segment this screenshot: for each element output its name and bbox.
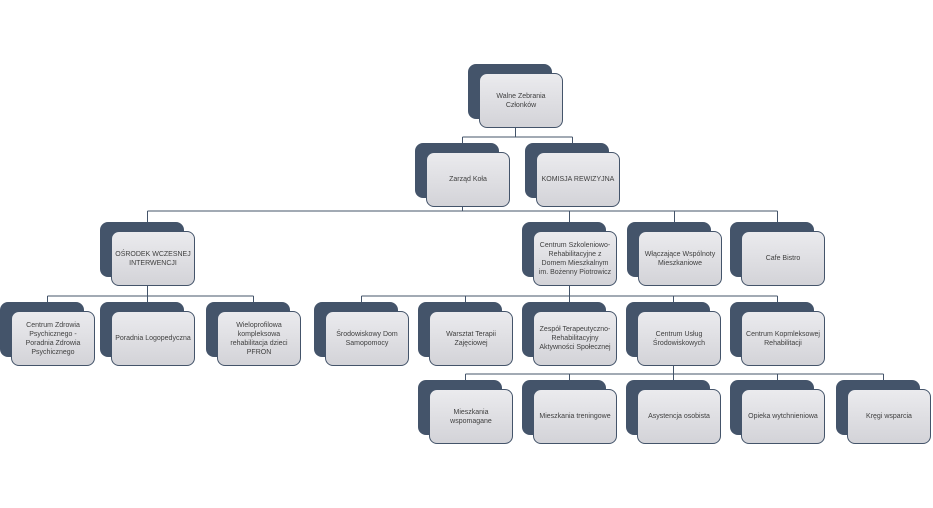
node-label: Zarząd Koła xyxy=(449,176,487,183)
node-label: Mieszkania wspomagane xyxy=(450,408,492,425)
node-front: Centrum Zdrowia Psychicznego - Poradnia … xyxy=(11,311,95,366)
org-node-wlaczajace: Włączające Wspólnoty Mieszkaniowe xyxy=(627,222,722,286)
node-label: Asystencja osobista xyxy=(648,413,710,420)
org-node-ckr: Centrum Kopmleksowej Rehabilitacji xyxy=(730,302,825,366)
node-label: Centrum Kopmleksowej Rehabilitacji xyxy=(746,330,820,347)
org-node-opieka: Opieka wytchnieniowa xyxy=(730,380,825,444)
node-label: Zespół Terapeutyczno-Rehabilitacyjny Akt… xyxy=(539,326,611,351)
org-node-cus: Centrum Usług Środowiskowych xyxy=(626,302,721,366)
org-node-wielo: Wieloprofilowa kompleksowa rehabilitacja… xyxy=(206,302,301,366)
node-front: Warsztat Terapii Zajęciowej xyxy=(429,311,513,366)
node-front: Zespół Terapeutyczno-Rehabilitacyjny Akt… xyxy=(533,311,617,366)
node-front: Włączające Wspólnoty Mieszkaniowe xyxy=(638,231,722,286)
org-node-centrum_szk: Centrum Szkoleniowo-Rehabilitacyjne z Do… xyxy=(522,222,617,286)
org-node-wtz: Warsztat Terapii Zajęciowej xyxy=(418,302,513,366)
org-node-walne: Walne Zebrania Członków xyxy=(468,64,563,128)
node-label: OŚRODEK WCZESNEJ INTERWENCJI xyxy=(115,250,191,267)
node-label: Mieszkania treningowe xyxy=(539,413,611,420)
org-node-poradnia: Poradnia Logopedyczna xyxy=(100,302,195,366)
node-front: Opieka wytchnieniowa xyxy=(741,389,825,444)
org-node-komisja: KOMISJA REWIZYJNA xyxy=(525,143,620,207)
org-node-osrodek: OŚRODEK WCZESNEJ INTERWENCJI xyxy=(100,222,195,286)
node-front: Cafe Bistro xyxy=(741,231,825,286)
node-label: Warsztat Terapii Zajęciowej xyxy=(446,330,496,347)
node-front: Walne Zebrania Członków xyxy=(479,73,563,128)
node-front: Środowiskowy Dom Samopomocy xyxy=(325,311,409,366)
node-label: Centrum Szkoleniowo-Rehabilitacyjne z Do… xyxy=(538,241,612,276)
org-node-mieszk_wsp: Mieszkania wspomagane xyxy=(418,380,513,444)
node-label: KOMISJA REWIZYJNA xyxy=(541,176,615,183)
node-label: Centrum Usług Środowiskowych xyxy=(652,330,706,347)
node-label: Poradnia Logopedyczna xyxy=(115,335,191,342)
node-front: Kręgi wsparcia xyxy=(847,389,931,444)
org-node-cafe: Cafe Bistro xyxy=(730,222,825,286)
org-node-zespol: Zespół Terapeutyczno-Rehabilitacyjny Akt… xyxy=(522,302,617,366)
node-front: Centrum Szkoleniowo-Rehabilitacyjne z Do… xyxy=(533,231,617,286)
node-label: Włączające Wspólnoty Mieszkaniowe xyxy=(644,250,716,267)
node-label: Środowiskowy Dom Samopomocy xyxy=(336,330,398,347)
node-label: Kręgi wsparcia xyxy=(866,413,912,420)
node-label: Centrum Zdrowia Psychicznego - Poradnia … xyxy=(25,321,81,356)
node-front: Wieloprofilowa kompleksowa rehabilitacja… xyxy=(217,311,301,366)
node-front: Mieszkania treningowe xyxy=(533,389,617,444)
node-front: Mieszkania wspomagane xyxy=(429,389,513,444)
node-label: Cafe Bistro xyxy=(765,255,801,262)
org-node-sds: Środowiskowy Dom Samopomocy xyxy=(314,302,409,366)
node-front: Poradnia Logopedyczna xyxy=(111,311,195,366)
org-node-mieszk_tren: Mieszkania treningowe xyxy=(522,380,617,444)
node-label: Opieka wytchnieniowa xyxy=(748,413,818,420)
node-front: Centrum Kopmleksowej Rehabilitacji xyxy=(741,311,825,366)
org-node-kregi: Kręgi wsparcia xyxy=(836,380,931,444)
node-front: Asystencja osobista xyxy=(637,389,721,444)
node-front: OŚRODEK WCZESNEJ INTERWENCJI xyxy=(111,231,195,286)
node-front: KOMISJA REWIZYJNA xyxy=(536,152,620,207)
node-front: Zarząd Koła xyxy=(426,152,510,207)
node-front: Centrum Usług Środowiskowych xyxy=(637,311,721,366)
node-label: Wieloprofilowa kompleksowa rehabilitacja… xyxy=(230,321,288,356)
org-node-zarzad: Zarząd Koła xyxy=(415,143,510,207)
org-node-czp: Centrum Zdrowia Psychicznego - Poradnia … xyxy=(0,302,95,366)
org-node-asystencja: Asystencja osobista xyxy=(626,380,721,444)
node-label: Walne Zebrania Członków xyxy=(496,92,546,109)
